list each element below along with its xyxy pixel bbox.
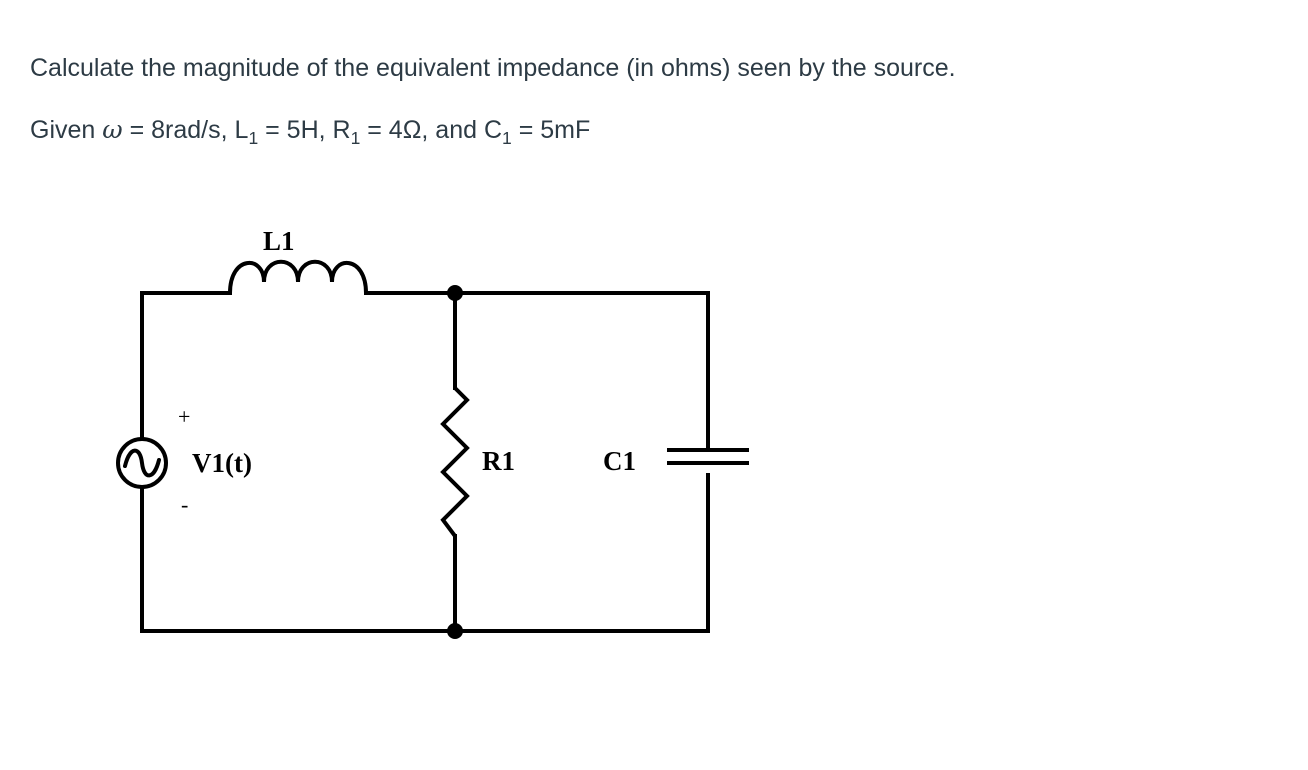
resistor-zigzag <box>440 386 470 538</box>
capacitor-label: C1 <box>603 446 636 476</box>
inductor-symbol: L <box>234 116 249 144</box>
omega-symbol: ω <box>102 115 123 144</box>
resistor-value: = 4Ω, and <box>360 116 484 144</box>
resistor-subscript: 1 <box>350 128 361 148</box>
inductor-label: L1 <box>263 226 295 256</box>
wire-top-right <box>453 291 710 452</box>
capacitor-subscript: 1 <box>502 128 512 148</box>
resistor-symbol: R <box>332 116 351 144</box>
capacitor-symbol: C <box>483 116 503 144</box>
junction-node-top <box>447 285 463 301</box>
wire-left-bottom <box>140 485 457 633</box>
given-values: Given ω = 8rad/s, L1 = 5H, R1 = 4Ω, and … <box>30 112 1270 156</box>
wire-bottom-right <box>453 473 710 633</box>
omega-value: = 8rad/s, <box>122 116 235 144</box>
sine-wave-icon <box>123 448 161 478</box>
question-text: Calculate the magnitude of the equivalen… <box>30 50 1270 182</box>
source-label: V1(t) <box>192 448 252 478</box>
inductor-coil <box>228 259 368 295</box>
wire-left-top <box>140 291 232 442</box>
ac-source <box>116 437 168 489</box>
capacitor-value: = 5mF <box>511 116 591 144</box>
inductor-value: = 5H, <box>258 116 333 144</box>
question-prompt: Calculate the magnitude of the equivalen… <box>30 54 956 82</box>
capacitor-plates <box>667 448 749 465</box>
source-minus-sign: - <box>181 492 188 517</box>
inductor-subscript: 1 <box>248 128 259 148</box>
source-plus-sign: + <box>178 404 190 429</box>
given-prefix: Given <box>30 116 103 144</box>
resistor-label: R1 <box>482 446 515 476</box>
junction-node-bottom <box>447 623 463 639</box>
